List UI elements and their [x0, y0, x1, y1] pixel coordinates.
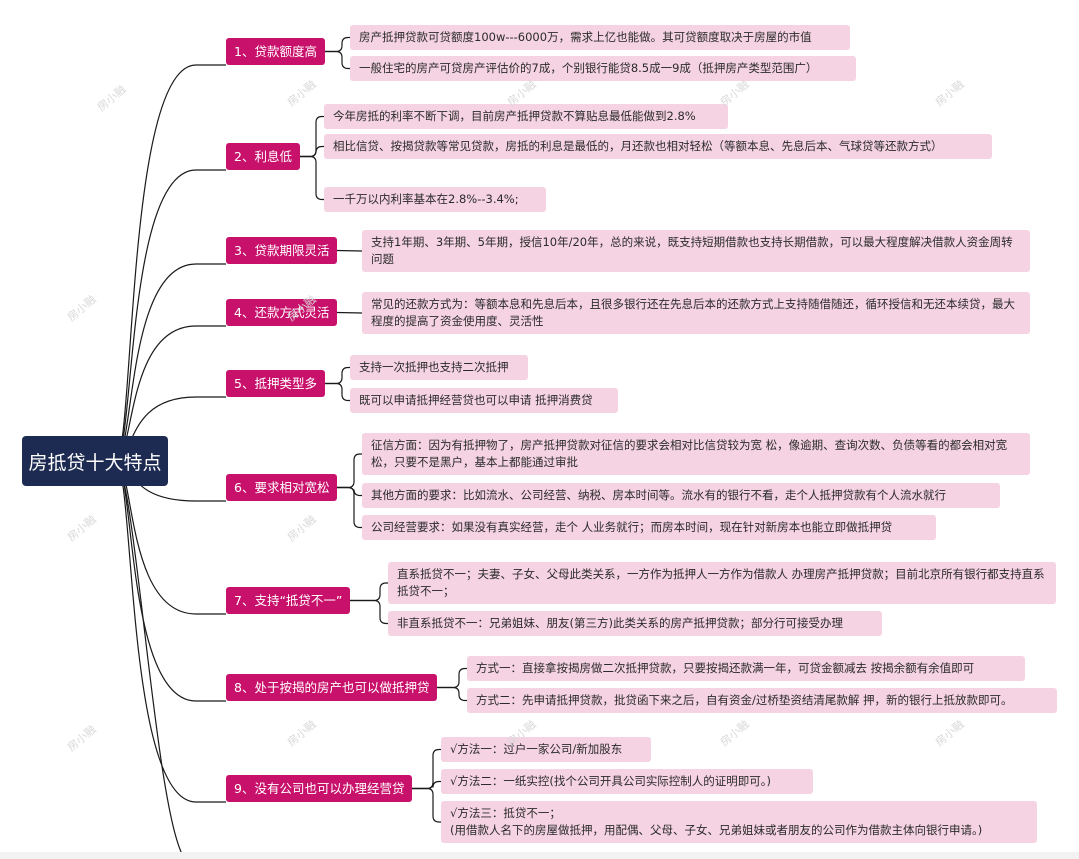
branch-6: 6、要求相对宽松 — [226, 474, 338, 501]
branch-leaf-link — [437, 667, 467, 689]
leaf-9-1: √方法一：过户一家公司/新加股东 — [441, 737, 651, 762]
leaf-2-3: 一千万以内利率基本在2.8%--3.4%; — [324, 187, 546, 212]
leaf-5-1: 支持一次抵押也支持二次抵押 — [350, 355, 528, 380]
branch-leaf-link — [337, 486, 362, 497]
branch-leaf-link — [325, 36, 350, 53]
leaf-9-3: √方法三：抵贷不一； (用借款人名下的房屋做抵押，用配偶、父母、子女、兄弟姐妹或… — [441, 801, 1037, 843]
leaf-2-2: 相比信贷、按揭贷款等常见贷款，房抵的利息是最低的，月还款也相对轻松（等额本息、先… — [324, 134, 992, 159]
branch-leaf-link — [350, 599, 388, 625]
branch-leaf-link — [325, 366, 350, 385]
leaf-7-2: 非直系抵贷不一：兄弟姐妹、朋友(第三方)此类关系的房产抵押贷款；部分行可接受办理 — [388, 611, 882, 636]
leaf-8-2: 方式二：先申请抵押贷款，批贷函下来之后，自有资金/过桥垫资结清尾款解 押，新的银… — [467, 688, 1057, 713]
branch-2: 2、利息低 — [226, 143, 300, 170]
branch-8: 8、处于按揭的房产也可以做抵押贷 — [226, 674, 438, 701]
bottom-scroll-strip — [0, 852, 1079, 859]
branch-leaf-link — [337, 486, 362, 529]
branch-1: 1、贷款额度高 — [226, 38, 325, 65]
branch-leaf-link — [337, 453, 362, 489]
leaf-4-1: 常见的还款方式为：等额本息和先息后本，且很多银行还在先息后本的还款方式上支持随借… — [362, 292, 1030, 334]
branch-leaf-link — [325, 50, 350, 70]
branch-leaf-link — [300, 155, 324, 201]
branch-leaf-link — [336, 249, 363, 252]
leaf-3-1: 支持1年期、3年期、5年期，授信10年/20年，总的来说，既支持短期借款也支持长… — [362, 230, 1030, 272]
branch-leaf-link — [437, 686, 467, 702]
branch-5: 5、抵押类型多 — [226, 370, 325, 397]
leaf-6-1: 征信方面：因为有抵押物了，房产抵押贷款对征信的要求会相对比信贷较为宽 松，像逾期… — [362, 433, 1030, 475]
branch-4: 4、还款方式灵活 — [226, 299, 338, 326]
branch-9: 9、没有公司也可以办理经营贷 — [226, 775, 413, 802]
branch-leaf-link — [325, 382, 350, 402]
leaf-9-2: √方法二：一纸实控(找个公司开具公司实际控制人的证明即可。) — [441, 769, 813, 794]
root-topic: 房抵贷十大特点 — [22, 436, 168, 486]
branch-leaf-link — [300, 145, 324, 158]
branch-leaf-link — [350, 582, 388, 602]
leaf-1-2: 一般住宅的房产可贷房产评估价的7成，个别银行能贷8.5成一9成（抵押房产类型范围… — [350, 56, 856, 81]
leaf-1-1: 房产抵押贷款可贷额度100w---6000万，需求上亿也能做。其可贷额度取决于房… — [350, 25, 850, 50]
branch-leaf-link — [412, 780, 441, 790]
branch-7: 7、支持“抵贷不一” — [226, 587, 351, 614]
leaf-6-2: 其他方面的要求：比如流水、公司经营、纳税、房本时间等。流水有的银行不看，走个人抵… — [362, 483, 1000, 508]
branch-leaf-link — [300, 115, 324, 158]
leaf-8-1: 方式一：直接拿按揭房做二次抵押贷款，只要按揭还款满一年，可贷金额减去 按揭余额有… — [467, 656, 1025, 681]
root-branch-link — [114, 64, 226, 462]
leaf-7-1: 直系抵贷不一；夫妻、子女、父母此类关系，一方作为抵押人一方作为借款人 办理房产抵… — [388, 562, 1056, 604]
leaf-6-3: 公司经营要求：如果没有真实经营，走个 人业务就行；而房本时间，现在针对新房本也能… — [362, 515, 936, 540]
branch-leaf-link — [412, 787, 441, 823]
leaf-5-2: 既可以申请抵押经营贷也可以申请 抵押消费贷 — [350, 388, 618, 413]
leaf-2-1: 今年房抵的利率不断下调，目前房产抵押贷款不算贴息最低能做到2.8% — [324, 104, 728, 129]
root-branch-link — [114, 460, 186, 859]
branch-leaf-link — [336, 311, 363, 314]
branch-3: 3、贷款期限灵活 — [226, 237, 338, 264]
branch-leaf-link — [412, 748, 441, 790]
